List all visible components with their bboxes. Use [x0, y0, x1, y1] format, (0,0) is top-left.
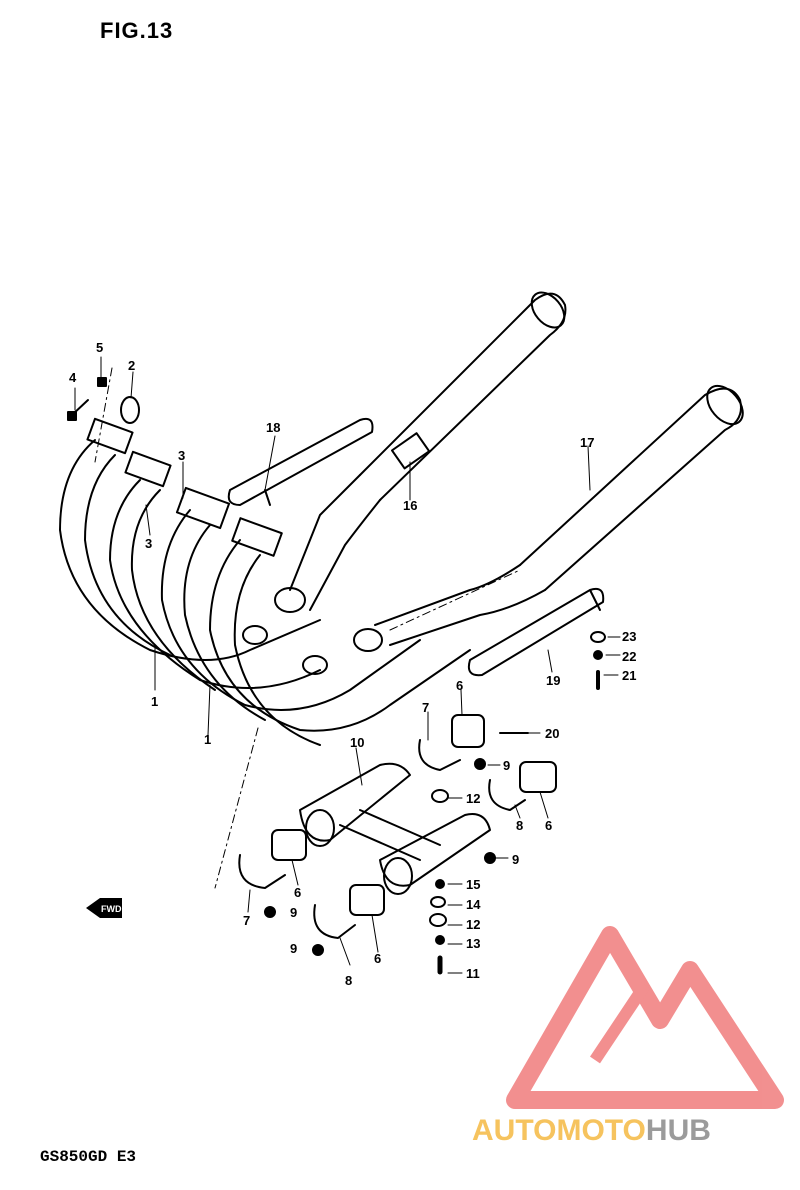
nut-5 — [97, 377, 107, 387]
callout-label: 1 — [151, 694, 158, 709]
callout-label: 8 — [345, 973, 352, 988]
leader-lines — [74, 356, 621, 974]
callout-label: 6 — [294, 885, 301, 900]
callout-label: 19 — [546, 673, 560, 688]
callout-label: 17 — [580, 435, 594, 450]
collector-chamber-10 — [299, 762, 491, 895]
callout-label: 20 — [545, 726, 559, 741]
fwd-arrow-icon: FWD — [86, 898, 122, 918]
callout-label: 6 — [456, 678, 463, 693]
pipe-flanges — [86, 396, 283, 557]
callout-label: 7 — [422, 700, 429, 715]
heat-shield-18 — [227, 417, 374, 506]
connector-sleeves — [271, 714, 557, 916]
callout-label: 11 — [466, 966, 480, 981]
muffler-right — [374, 384, 744, 646]
reference-lines — [94, 367, 521, 889]
callout-label: 15 — [466, 877, 480, 892]
exhaust-pipes — [59, 439, 471, 746]
callout-label: 3 — [145, 536, 152, 551]
fasteners — [264, 631, 606, 975]
callout-label: 12 — [466, 917, 480, 932]
callout-label: 16 — [403, 498, 417, 513]
callout-label: 12 — [466, 791, 480, 806]
fwd-label: FWD — [101, 904, 122, 914]
callout-label: 14 — [466, 897, 481, 912]
callout-label: 4 — [69, 370, 77, 385]
callout-numbers: 1 1 2 3 3 4 5 6 6 6 6 7 7 8 8 9 9 9 9 10… — [69, 340, 636, 988]
callout-label: 5 — [96, 340, 103, 355]
muffler-clamp-16 — [390, 432, 431, 470]
callout-label: 7 — [243, 913, 250, 928]
callout-label: 9 — [290, 941, 297, 956]
watermark-text: AUTOMOTOHUB — [472, 1114, 711, 1147]
gasket-2 — [120, 396, 140, 424]
automotohub-watermark-logo: AUTOMOTOHUB — [472, 926, 784, 1147]
callout-label: 9 — [290, 905, 297, 920]
heat-shield-19 — [467, 587, 605, 677]
callout-label: 10 — [350, 735, 364, 750]
callout-label: 1 — [204, 732, 211, 747]
clamps — [238, 739, 526, 939]
muffler-left — [289, 291, 567, 611]
model-code: GS850GD E3 — [40, 1148, 137, 1166]
callout-label: 22 — [622, 649, 636, 664]
callout-label: 9 — [503, 758, 510, 773]
callout-label: 2 — [128, 358, 135, 373]
callout-label: 3 — [178, 448, 185, 463]
watermark-text-hub: HUB — [646, 1114, 711, 1147]
callout-label: 18 — [266, 420, 280, 435]
callout-label: 9 — [512, 852, 519, 867]
callout-label: 13 — [466, 936, 480, 951]
callout-label: 6 — [374, 951, 381, 966]
callout-label: 21 — [622, 668, 636, 683]
bolt-4 — [67, 399, 89, 421]
callout-label: 6 — [545, 818, 552, 833]
callout-label: 8 — [516, 818, 523, 833]
callout-label: 23 — [622, 629, 636, 644]
watermark-text-automoto: AUTOMOTO — [472, 1114, 646, 1147]
figure-title: FIG.13 — [100, 18, 174, 43]
